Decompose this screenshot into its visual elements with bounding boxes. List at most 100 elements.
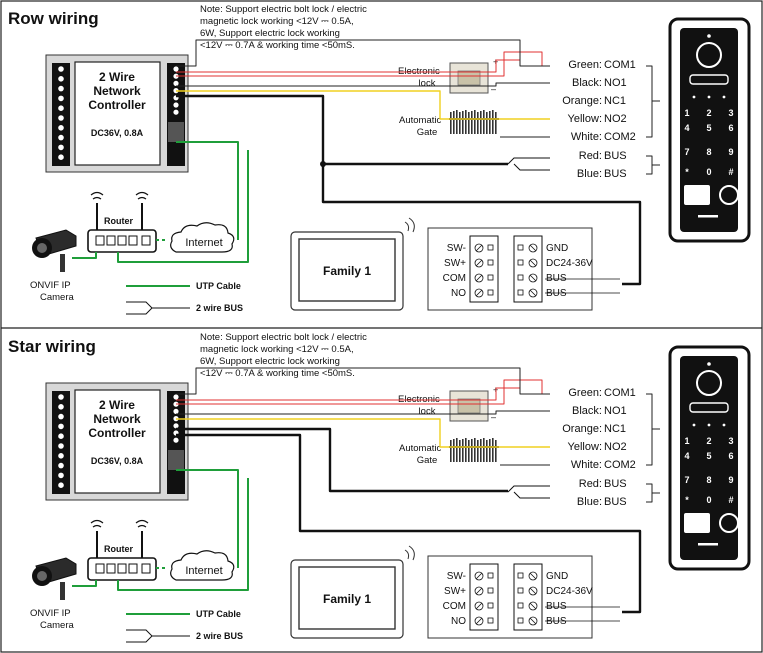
indicator-led bbox=[692, 423, 696, 427]
wifi-signal-icon bbox=[404, 217, 415, 233]
screw-slot bbox=[475, 259, 483, 267]
keypad-key: * bbox=[685, 167, 689, 177]
wire-terminal-name: NO2 bbox=[604, 113, 627, 125]
internet-label: Internet bbox=[185, 237, 222, 249]
screw-icon bbox=[474, 586, 484, 596]
wire-hole bbox=[487, 572, 494, 579]
no1-wire bbox=[176, 410, 550, 415]
wire-hole bbox=[517, 259, 524, 266]
gate-bar bbox=[495, 112, 497, 134]
wire-terminal-name: COM2 bbox=[604, 131, 636, 143]
wire-terminal-name: NO1 bbox=[604, 405, 627, 417]
com1-wire bbox=[176, 367, 550, 395]
terminal-screw bbox=[57, 143, 65, 151]
terminal-screw bbox=[172, 65, 180, 73]
gate-bar bbox=[483, 438, 485, 462]
internet-cloud: Internet bbox=[170, 222, 235, 253]
wire-hole bbox=[517, 617, 524, 624]
gate-bar bbox=[450, 440, 452, 462]
gate-label: Gate bbox=[417, 127, 438, 138]
terminal-screw bbox=[57, 134, 65, 142]
cable-legend: UTP Cable 2 wire BUS bbox=[126, 609, 243, 643]
screw-slot bbox=[475, 587, 483, 595]
screw-slot bbox=[475, 572, 483, 580]
wire-hole bbox=[487, 244, 494, 251]
wire-color-label: Orange: bbox=[562, 95, 602, 107]
gate-bar bbox=[480, 439, 482, 462]
camera-label: ONVIF IP bbox=[30, 608, 71, 619]
gate-bar bbox=[471, 111, 473, 134]
cloud-icon bbox=[170, 550, 235, 581]
note-line: Note: Support electric bolt lock / elect… bbox=[200, 332, 367, 343]
monitor-name: Family 1 bbox=[323, 264, 371, 278]
terminal-screw bbox=[57, 462, 65, 470]
terminal-screw bbox=[172, 393, 180, 401]
indicator-led bbox=[707, 95, 711, 99]
router-port bbox=[117, 563, 127, 574]
screw-icon bbox=[474, 288, 484, 298]
screw-slot bbox=[529, 602, 537, 610]
gate-bar bbox=[483, 110, 485, 134]
screw-icon bbox=[474, 243, 484, 253]
terminal-left-block bbox=[469, 235, 499, 303]
controller-name: 2 Wire bbox=[99, 398, 135, 412]
relay-bracket bbox=[646, 393, 653, 466]
gate-bar bbox=[477, 112, 479, 134]
screw-icon bbox=[474, 273, 484, 283]
wire-hole bbox=[487, 587, 494, 594]
keypad-key: 7 bbox=[684, 147, 689, 157]
keypad-key: 6 bbox=[728, 123, 733, 133]
terminal-right-label: DC24-36V bbox=[546, 258, 593, 269]
terminal-right-label: BUS bbox=[546, 601, 567, 612]
controller-rating: DC36V, 0.8A bbox=[91, 456, 144, 466]
terminal-right-label: GND bbox=[546, 243, 568, 254]
gate-bar bbox=[462, 111, 464, 134]
bus-cable-label: 2 wire BUS bbox=[196, 631, 243, 641]
wire-hole bbox=[487, 602, 494, 609]
keypad-key: 0 bbox=[706, 495, 711, 505]
lock-minus: – bbox=[491, 84, 496, 94]
call-button bbox=[719, 513, 739, 533]
keypad-key: # bbox=[728, 495, 733, 505]
gate-bar bbox=[456, 438, 458, 462]
lock-label: lock bbox=[419, 406, 436, 417]
gate-bar bbox=[474, 438, 476, 462]
utp-cable-label: UTP Cable bbox=[196, 609, 241, 619]
panel-face bbox=[680, 356, 738, 560]
terminal-left-label: SW+ bbox=[444, 586, 466, 597]
terminal-screw bbox=[57, 85, 65, 93]
wiring bbox=[72, 367, 642, 614]
keypad-key: 6 bbox=[728, 451, 733, 461]
screw-slot bbox=[529, 587, 537, 595]
note-line: magnetic lock working <12V ⎓ 0.5A, bbox=[200, 344, 354, 355]
no2-wire bbox=[176, 418, 550, 448]
lock-red-wire bbox=[176, 387, 520, 401]
terminal-left-label: COM bbox=[443, 601, 466, 612]
utp-extra bbox=[117, 150, 249, 263]
bus-to-door bbox=[176, 427, 508, 493]
keypad-key: 2 bbox=[706, 436, 711, 446]
router-label: Router bbox=[104, 216, 133, 226]
wire-hole bbox=[487, 259, 494, 266]
panel-face bbox=[680, 28, 738, 232]
utp-extra bbox=[117, 478, 249, 591]
gate-bar bbox=[465, 438, 467, 462]
screw-slot bbox=[529, 244, 537, 252]
screw-slot bbox=[475, 617, 483, 625]
wire-color-list: Green:COM1Black:NO1Orange:NC1Yellow:NO2W… bbox=[562, 59, 636, 180]
card-reader-area bbox=[684, 185, 710, 205]
controller-name: Network bbox=[93, 84, 141, 98]
keypad-key: 9 bbox=[728, 147, 733, 157]
bus-bracket bbox=[646, 155, 653, 175]
wire-color-label: Orange: bbox=[562, 423, 602, 435]
wire-terminal-name: NC1 bbox=[604, 423, 626, 435]
screw-icon bbox=[528, 601, 538, 611]
screw-icon bbox=[474, 571, 484, 581]
gate-bar bbox=[492, 438, 494, 462]
indicator-led bbox=[692, 95, 696, 99]
ethernet-port bbox=[168, 450, 184, 470]
screw-icon bbox=[474, 616, 484, 626]
